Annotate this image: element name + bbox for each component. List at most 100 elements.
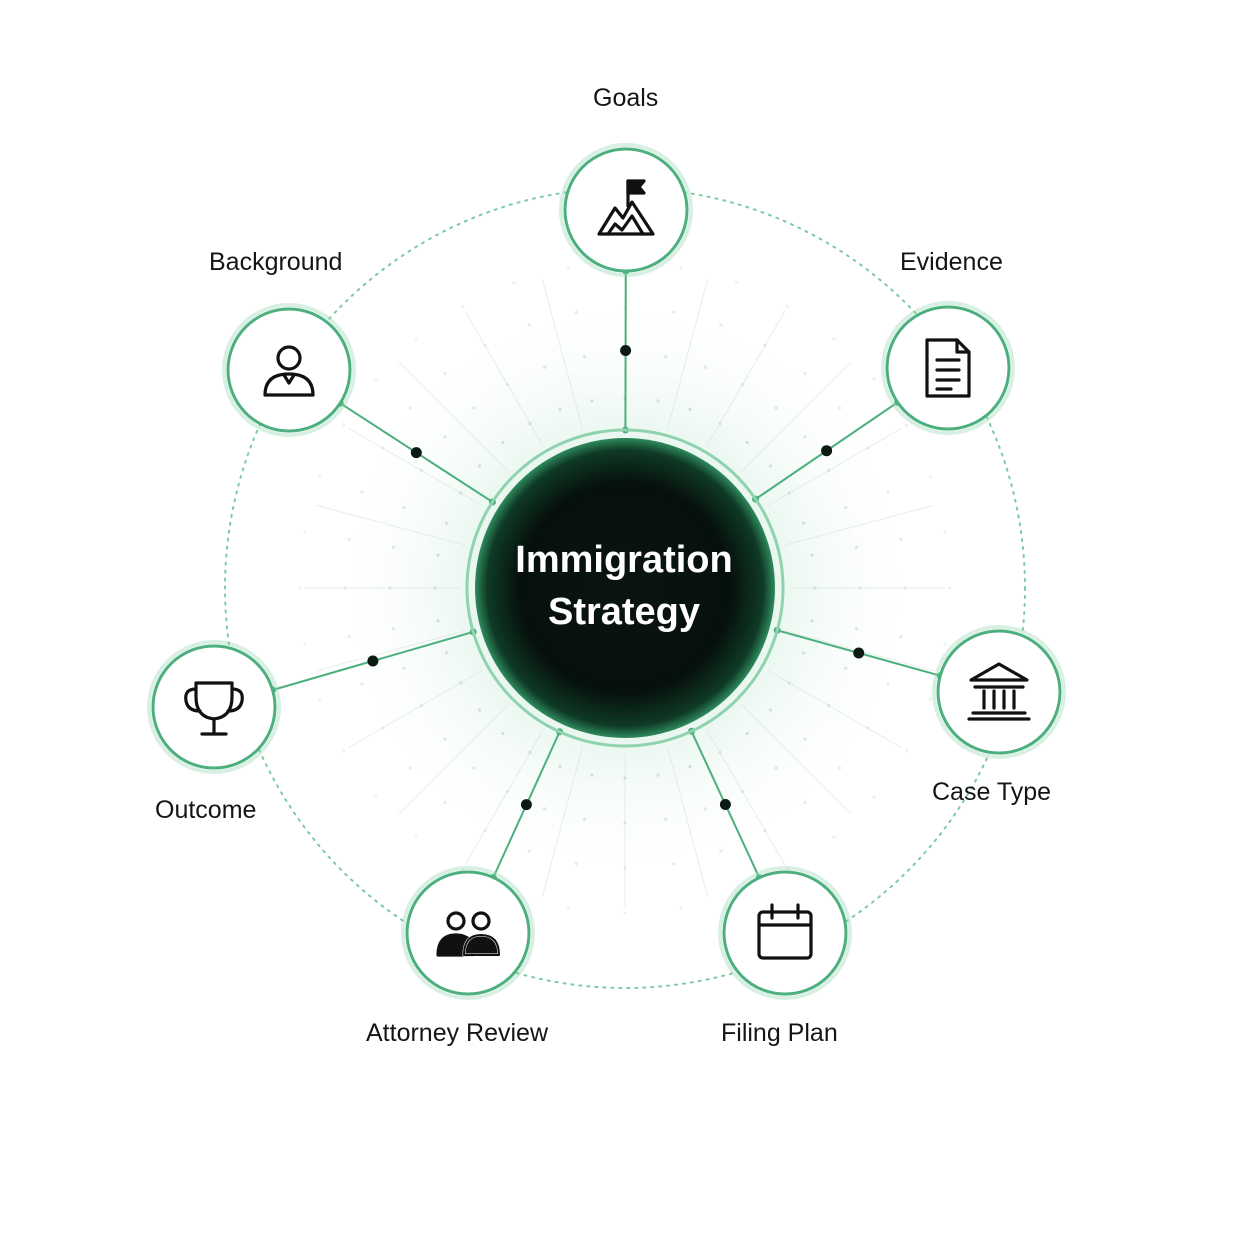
grid-dot bbox=[886, 682, 890, 686]
grid-dot bbox=[810, 553, 814, 557]
grid-dot bbox=[472, 766, 476, 770]
grid-spoke bbox=[315, 630, 466, 672]
grid-dot bbox=[472, 406, 476, 410]
grid-dot bbox=[374, 795, 378, 799]
grid-dot bbox=[341, 748, 346, 753]
connector-mid-dot bbox=[853, 647, 865, 659]
grid-spoke bbox=[464, 730, 543, 866]
grid-dot bbox=[582, 817, 586, 822]
grid-dot bbox=[443, 435, 447, 439]
grid-dot bbox=[298, 586, 302, 590]
grid-dot bbox=[854, 627, 859, 631]
grid-dot bbox=[803, 737, 807, 741]
grid-dot bbox=[854, 545, 859, 549]
grid-dot bbox=[886, 490, 890, 494]
grid-dot bbox=[402, 666, 406, 671]
grid-spoke bbox=[398, 361, 509, 472]
grid-dot bbox=[527, 323, 531, 327]
node-label-outcome: Outcome bbox=[155, 796, 257, 824]
grid-dot bbox=[904, 423, 909, 428]
grid-dot bbox=[679, 906, 684, 910]
grid-dot bbox=[436, 553, 440, 557]
grid-spoke bbox=[707, 730, 786, 866]
grid-dot bbox=[444, 651, 449, 655]
node-glow-filing-plan bbox=[718, 866, 852, 1000]
node-glow-evidence bbox=[881, 301, 1015, 435]
grid-dot bbox=[734, 281, 738, 285]
grid-dot bbox=[341, 423, 346, 428]
person-icon bbox=[263, 345, 315, 397]
people-icon bbox=[436, 911, 501, 957]
grid-dot bbox=[443, 800, 447, 805]
grid-dot bbox=[672, 310, 676, 314]
grid-spoke bbox=[767, 670, 903, 749]
grid-dot bbox=[688, 764, 692, 769]
node-label-background: Background bbox=[209, 248, 343, 276]
grid-dot bbox=[774, 406, 778, 410]
icons bbox=[184, 179, 1031, 960]
connectors bbox=[269, 267, 944, 882]
grid-dot bbox=[774, 766, 778, 770]
grid-dot bbox=[928, 475, 933, 479]
grid-dot bbox=[703, 365, 708, 369]
grid-dot bbox=[745, 440, 749, 445]
grid-dot bbox=[360, 490, 364, 494]
node-label-case-type: Case Type bbox=[932, 778, 1052, 806]
grid-dot bbox=[904, 748, 909, 753]
grid-spoke bbox=[315, 504, 466, 546]
node-outcome[interactable] bbox=[151, 644, 277, 770]
grid-dot bbox=[664, 817, 668, 822]
grid-spoke bbox=[398, 704, 509, 815]
node-evidence[interactable] bbox=[885, 305, 1011, 431]
grid-dot bbox=[943, 530, 947, 534]
courthouse-icon bbox=[967, 662, 1031, 721]
flag-mountain-icon bbox=[597, 179, 655, 236]
grid-dot bbox=[477, 464, 482, 468]
grid-dot bbox=[477, 708, 482, 712]
grid-dot bbox=[392, 627, 396, 631]
connector-mid-dot bbox=[821, 445, 833, 457]
grid-dot bbox=[943, 642, 947, 647]
grid-dot bbox=[672, 862, 676, 866]
grid-dot bbox=[844, 506, 848, 510]
grid-dot bbox=[303, 642, 307, 647]
grid-dot bbox=[408, 766, 413, 770]
grid-dot bbox=[785, 304, 790, 309]
connector-mid-dot bbox=[367, 655, 379, 667]
grid-dot bbox=[768, 464, 773, 468]
grid-dot bbox=[512, 281, 516, 285]
grid-dot bbox=[408, 406, 413, 410]
grid-dot bbox=[414, 337, 418, 341]
node-filing-plan[interactable] bbox=[722, 870, 848, 996]
node-attorney-review[interactable] bbox=[405, 870, 531, 996]
grid-spoke bbox=[464, 310, 543, 446]
grid-dot bbox=[460, 867, 465, 872]
grid-dot bbox=[810, 619, 814, 623]
grid-dot bbox=[837, 766, 842, 770]
grid-dot bbox=[899, 635, 903, 639]
grid-dot bbox=[803, 371, 807, 376]
connector-mid-dot bbox=[410, 447, 422, 459]
grid-spoke bbox=[767, 427, 903, 506]
grid-dot bbox=[656, 399, 660, 403]
grid-dot bbox=[832, 835, 836, 839]
node-case-type[interactable] bbox=[936, 629, 1062, 755]
grid-spoke bbox=[347, 670, 483, 749]
grid-dot bbox=[303, 530, 307, 534]
connector-mid-dot bbox=[520, 799, 532, 811]
grid-dot bbox=[768, 708, 773, 712]
node-glow-goals bbox=[559, 143, 693, 277]
grid-dot bbox=[703, 807, 708, 811]
grid-dot bbox=[832, 337, 836, 341]
grid-dot bbox=[460, 304, 465, 309]
grid-dot bbox=[582, 355, 586, 359]
connector-mid-dot bbox=[620, 345, 632, 356]
node-label-attorney-review: Attorney Review bbox=[366, 1019, 549, 1047]
grid-dot bbox=[443, 371, 447, 376]
grid-spoke bbox=[541, 747, 583, 898]
grid-dot bbox=[360, 682, 364, 686]
grid-dot bbox=[803, 800, 807, 805]
grid-spoke bbox=[784, 504, 935, 546]
